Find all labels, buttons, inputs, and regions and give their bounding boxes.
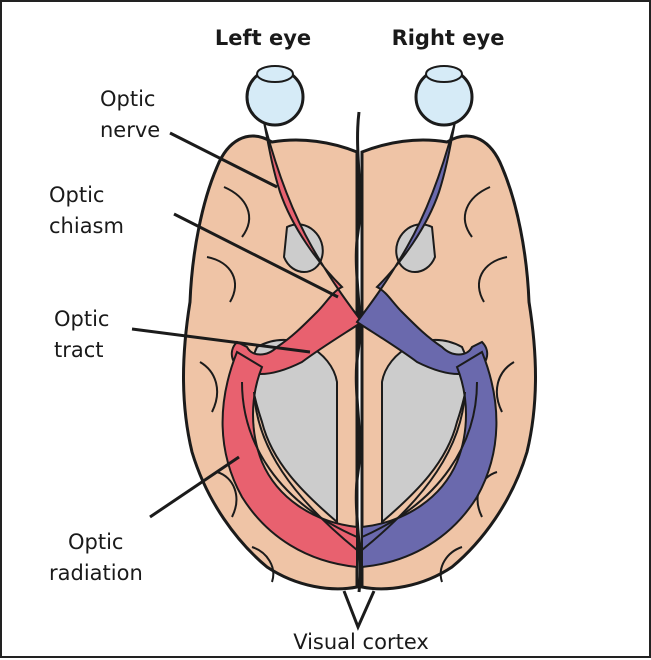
optic-chiasm-label-line2: chiasm	[49, 214, 124, 238]
left-eye-label: Left eye	[215, 26, 311, 50]
optic-radiation-label-line2: radiation	[49, 561, 143, 585]
left-eye	[247, 66, 303, 125]
right-eye-label: Right eye	[392, 26, 505, 50]
optic-nerve-label-line2: nerve	[100, 118, 160, 142]
visual-cortex-label: Visual cortex	[293, 630, 429, 654]
right-eye	[416, 66, 472, 125]
optic-chiasm-label-line1: Optic	[49, 183, 104, 207]
optic-radiation-label-line1: Optic	[68, 530, 123, 554]
optic-tract-label-line1: Optic	[54, 307, 109, 331]
optic-tract-label-line2: tract	[54, 338, 104, 362]
optic-nerve-label-line1: Optic	[100, 87, 155, 111]
